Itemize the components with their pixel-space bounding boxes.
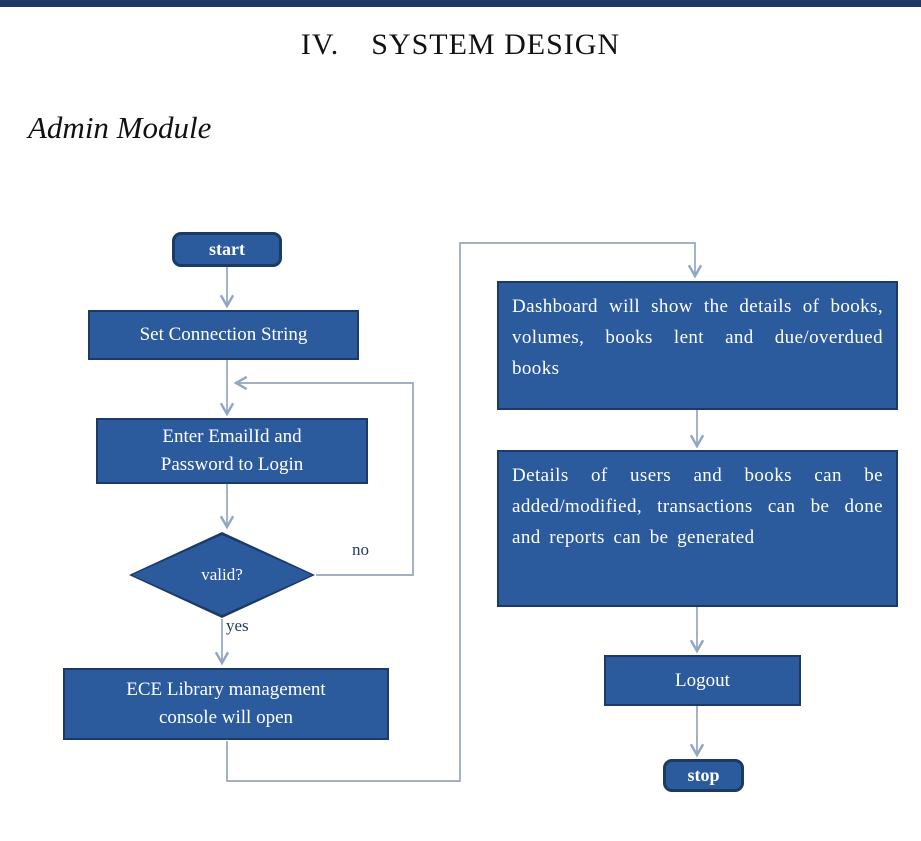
section-title: SYSTEM DESIGN	[371, 28, 621, 61]
edge-valid-no-feedback	[233, 375, 414, 576]
page-top-rule	[0, 0, 921, 7]
flow-node-console-open: ECE Library management console will open	[63, 668, 389, 740]
flow-node-details: Details of users and books can be added/…	[497, 450, 898, 607]
flow-node-start: start	[172, 232, 282, 267]
flow-node-enter-credentials: Enter EmailId and Password to Login	[96, 418, 368, 484]
edge-console-to-dashboard	[226, 242, 703, 782]
edge-label-no: no	[352, 540, 369, 559]
section-numeral: IV.	[300, 28, 340, 61]
section-heading: IV. SYSTEM DESIGN	[0, 28, 921, 62]
flow-node-set-connection: Set Connection String	[88, 310, 359, 360]
module-subtitle: Admin Module	[28, 110, 212, 145]
flow-node-stop: stop	[663, 759, 744, 792]
flow-node-dashboard: Dashboard will show the details of books…	[497, 281, 898, 410]
edge-label-yes: yes	[226, 616, 249, 635]
flow-node-valid-decision: valid?	[129, 532, 315, 618]
flow-node-logout: Logout	[604, 655, 801, 706]
decision-label: valid?	[201, 565, 243, 584]
